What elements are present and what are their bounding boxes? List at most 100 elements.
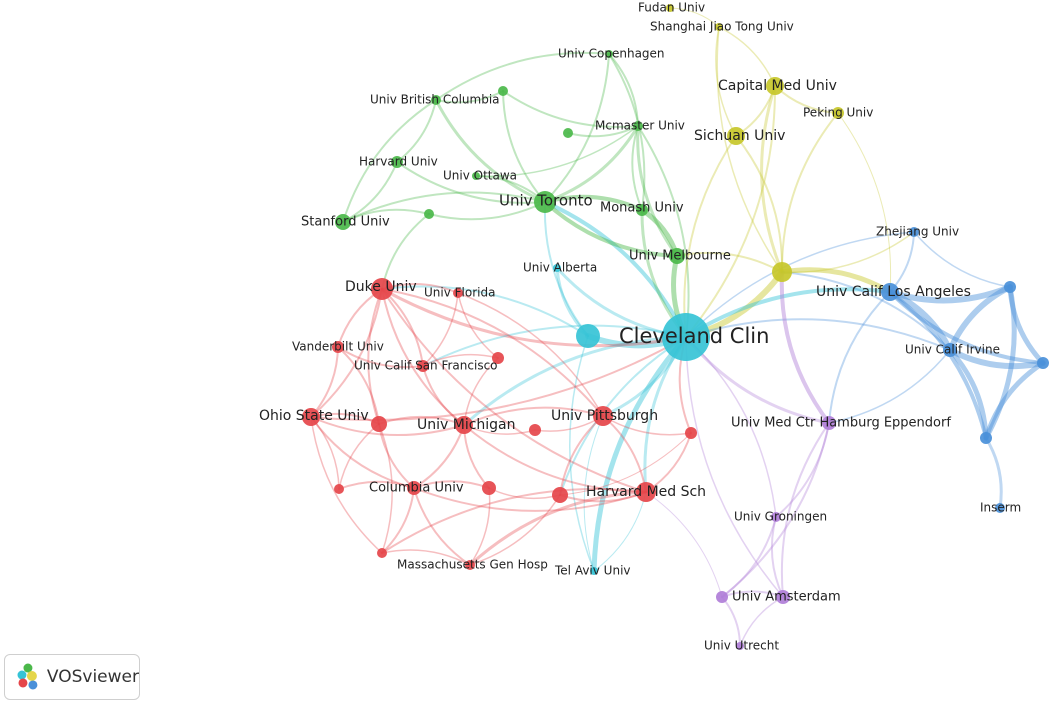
label-telaviv[interactable]: Tel Aviv Univ bbox=[554, 564, 631, 578]
label-peking[interactable]: Peking Univ bbox=[803, 106, 873, 120]
label-mcmaster[interactable]: Mcmaster Univ bbox=[595, 119, 685, 133]
label-amsterdam[interactable]: Univ Amsterdam bbox=[732, 590, 841, 605]
node-cleveland[interactable] bbox=[662, 313, 710, 361]
node-blue1[interactable] bbox=[1004, 281, 1016, 293]
node-green3[interactable] bbox=[424, 209, 434, 219]
node-mgh[interactable] bbox=[465, 560, 475, 570]
node-duke[interactable] bbox=[371, 278, 393, 300]
link-ucla-blue1 bbox=[887, 284, 1013, 304]
link-yellow1-ucla bbox=[779, 267, 893, 295]
link-fudan-sjtu bbox=[669, 7, 720, 28]
label-toronto[interactable]: Univ Toronto bbox=[499, 192, 593, 210]
node-monash[interactable] bbox=[636, 204, 648, 216]
label-capital[interactable]: Capital Med Univ bbox=[718, 78, 837, 94]
node-red3[interactable] bbox=[529, 424, 541, 436]
node-cyan2[interactable] bbox=[576, 324, 600, 348]
link-columbia-mgh bbox=[413, 487, 471, 566]
label-michigan[interactable]: Univ Michigan bbox=[417, 417, 516, 433]
label-alberta[interactable]: Univ Alberta bbox=[523, 261, 597, 275]
node-green2[interactable] bbox=[563, 128, 573, 138]
node-red5[interactable] bbox=[334, 484, 344, 494]
link-groningen-amsterdam bbox=[770, 516, 784, 598]
label-harvardmed[interactable]: Harvard Med Sch bbox=[586, 484, 706, 500]
node-toronto[interactable] bbox=[534, 191, 556, 213]
node-zhejiang[interactable] bbox=[909, 227, 919, 237]
node-red2[interactable] bbox=[371, 416, 387, 432]
label-ubc[interactable]: Univ British Columbia bbox=[370, 93, 500, 107]
node-ucla[interactable] bbox=[881, 283, 899, 301]
label-zhejiang[interactable]: Zhejiang Univ bbox=[876, 225, 959, 239]
label-groningen[interactable]: Univ Groningen bbox=[734, 510, 827, 524]
node-red4[interactable] bbox=[685, 427, 697, 439]
label-ucsf[interactable]: Univ Calif San Francisco bbox=[354, 359, 498, 373]
node-hamburg[interactable] bbox=[822, 416, 836, 430]
label-duke[interactable]: Duke Univ bbox=[345, 279, 417, 295]
node-telaviv[interactable] bbox=[590, 567, 598, 575]
node-mcmaster[interactable] bbox=[633, 121, 643, 131]
label-harvard[interactable]: Harvard Univ bbox=[359, 155, 438, 169]
label-columbia[interactable]: Columbia Univ bbox=[369, 481, 464, 496]
node-florida[interactable] bbox=[453, 288, 463, 298]
node-alberta[interactable] bbox=[553, 264, 561, 272]
label-utrecht[interactable]: Univ Utrecht bbox=[704, 639, 779, 653]
node-amsterdam[interactable] bbox=[776, 590, 790, 604]
node-michigan[interactable] bbox=[455, 416, 473, 434]
label-pittsburgh[interactable]: Univ Pittsburgh bbox=[551, 408, 658, 424]
node-sichuan[interactable] bbox=[727, 127, 745, 145]
label-florida[interactable]: Univ Florida bbox=[424, 286, 495, 300]
label-vanderbilt[interactable]: Vanderbilt Univ bbox=[292, 340, 384, 354]
node-fudan[interactable] bbox=[666, 4, 674, 12]
node-vanderbilt[interactable] bbox=[332, 341, 344, 353]
node-groningen[interactable] bbox=[771, 512, 781, 522]
label-irvine[interactable]: Univ Calif Irvine bbox=[905, 343, 1000, 357]
node-red7[interactable] bbox=[552, 487, 568, 503]
label-ottawa[interactable]: Univ Ottawa bbox=[443, 169, 517, 183]
node-purple1[interactable] bbox=[716, 591, 728, 603]
link-cleveland-michigan bbox=[462, 335, 688, 427]
node-copenhagen[interactable] bbox=[605, 50, 613, 58]
node-red8[interactable] bbox=[377, 548, 387, 558]
node-red1[interactable] bbox=[492, 352, 504, 364]
link-yellow1-sjtu bbox=[716, 26, 783, 273]
vosviewer-badge[interactable]: VOSviewer bbox=[4, 654, 140, 700]
link-columbia-red8 bbox=[381, 487, 415, 554]
node-peking[interactable] bbox=[832, 107, 844, 119]
label-monash[interactable]: Monash Univ bbox=[600, 201, 684, 216]
node-yellow1[interactable] bbox=[772, 262, 792, 282]
label-sichuan[interactable]: Sichuan Univ bbox=[694, 128, 785, 144]
link-mcmaster-copenhagen bbox=[608, 53, 639, 127]
node-inserm[interactable] bbox=[995, 503, 1005, 513]
node-capital[interactable] bbox=[766, 77, 784, 95]
node-harvard[interactable] bbox=[391, 156, 403, 168]
link-cleveland-irvine bbox=[685, 318, 951, 351]
label-stanford[interactable]: Stanford Univ bbox=[301, 215, 390, 230]
label-hamburg[interactable]: Univ Med Ctr Hamburg Eppendorf bbox=[731, 416, 951, 431]
label-fudan[interactable]: Fudan Univ bbox=[638, 1, 705, 15]
label-ohio[interactable]: Ohio State Univ bbox=[259, 408, 369, 424]
label-inserm[interactable]: Inserm bbox=[980, 501, 1021, 515]
label-ucla[interactable]: Univ Calif Los Angeles bbox=[816, 284, 971, 300]
label-cleveland[interactable]: Cleveland Clin bbox=[619, 324, 769, 348]
node-pittsburgh[interactable] bbox=[593, 406, 613, 426]
node-harvardmed[interactable] bbox=[636, 482, 656, 502]
node-columbia[interactable] bbox=[407, 481, 421, 495]
node-utrecht[interactable] bbox=[736, 642, 744, 650]
label-sjtu[interactable]: Shanghai Jiao Tong Univ bbox=[650, 20, 794, 34]
node-ubc[interactable] bbox=[431, 95, 441, 105]
node-green1[interactable] bbox=[498, 86, 508, 96]
label-copenhagen[interactable]: Univ Copenhagen bbox=[558, 47, 665, 61]
node-irvine[interactable] bbox=[943, 343, 957, 357]
node-red6[interactable] bbox=[482, 481, 496, 495]
label-mgh[interactable]: Massachusetts Gen Hosp bbox=[397, 558, 548, 572]
node-ucsf[interactable] bbox=[417, 360, 429, 372]
node-melbourne[interactable] bbox=[669, 248, 685, 264]
node-blue3[interactable] bbox=[980, 432, 992, 444]
label-melbourne[interactable]: Univ Melbourne bbox=[629, 249, 731, 264]
node-ohio[interactable] bbox=[302, 408, 320, 426]
node-sjtu[interactable] bbox=[715, 23, 723, 31]
node-stanford[interactable] bbox=[335, 214, 351, 230]
link-ohio-columbia bbox=[310, 416, 415, 489]
node-blue2[interactable] bbox=[1037, 357, 1049, 369]
node-ottawa[interactable] bbox=[472, 172, 480, 180]
